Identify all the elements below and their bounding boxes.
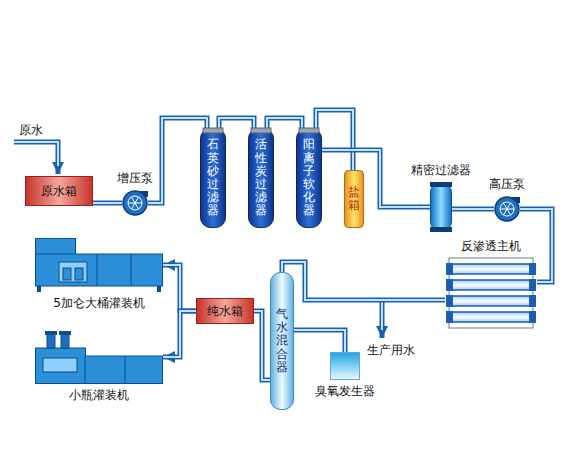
pipe-core: [93, 202, 122, 204]
salt-tank: 盐箱: [344, 170, 364, 228]
water-pipe: [452, 209, 494, 210]
node-caption: 增压泵: [117, 170, 153, 187]
water-pipe: [282, 262, 445, 300]
pipe-core: [148, 118, 207, 203]
node-text: 纯水箱: [207, 303, 243, 320]
node-text: 原水箱: [41, 183, 77, 200]
softener: 阳离子软化器: [296, 128, 322, 228]
pipe-outline: [254, 311, 270, 380]
water-pipe: [163, 311, 196, 357]
node-text: 气水混合器: [276, 308, 288, 374]
pipe-outline: [163, 265, 196, 311]
water-pipe: [148, 118, 207, 203]
node-caption: 臭氧发生器: [315, 383, 375, 400]
machine5-shape: [35, 238, 163, 292]
bottle-filler: 小瓶灌装机: [35, 330, 163, 384]
gas-water-mixer: 气水混合器: [270, 272, 294, 410]
raw-water-tank: 原水箱: [25, 176, 93, 206]
node-text: 阳离子软化器: [303, 138, 315, 217]
pipe-core: [294, 330, 345, 352]
water-pipe: [267, 118, 302, 128]
gallon-filler: 5加仑大桶灌装机: [35, 238, 163, 292]
source-label: 原水: [18, 122, 44, 139]
precision-filter: 精密过滤器: [430, 182, 452, 232]
pipe-outline: [294, 330, 345, 352]
pipe-core: [163, 265, 196, 311]
booster-pump: 增压泵: [122, 190, 148, 216]
sand-filter: 石英砂过滤器: [200, 128, 226, 228]
node-caption: 精密过滤器: [411, 162, 471, 179]
pipe-core: [163, 311, 196, 357]
carbon-filter: 活性炭过滤器: [248, 128, 274, 228]
ro-unit: 反渗透主机: [445, 258, 537, 328]
pipe-outline: [148, 118, 207, 203]
pipe-outline: [322, 150, 430, 207]
pipe-outline: [282, 262, 445, 300]
pipe-outline: [267, 118, 302, 128]
production-water-outlet: [382, 300, 383, 338]
ozone-shape: [330, 352, 360, 380]
node-text: 活性炭过滤器: [255, 138, 267, 217]
pipe-outline: [93, 201, 122, 206]
pipe-core: [254, 311, 270, 380]
water-pipe: [93, 203, 122, 204]
outlet-label: 生产用水: [366, 342, 416, 359]
node-caption: 小瓶灌装机: [69, 387, 129, 404]
water-pipe: [163, 265, 196, 311]
pipe-outline: [163, 311, 196, 357]
raw-water-inlet: [14, 142, 58, 174]
pump-shape: [122, 190, 148, 216]
pipe-core: [322, 150, 430, 207]
water-pipe: [322, 150, 430, 207]
pipe-outline: [452, 207, 494, 212]
node-text: 石英砂过滤器: [207, 138, 219, 217]
ozone-generator: 臭氧发生器: [330, 352, 360, 380]
pump-shape: [494, 196, 520, 222]
high-pressure-pump: 高压泵: [494, 196, 520, 222]
pipe-core: [267, 118, 302, 128]
water-pipe: [254, 311, 270, 380]
pipe-core: [219, 118, 254, 128]
node-text: 盐箱: [348, 186, 360, 212]
pure-water-tank: 纯水箱: [196, 298, 254, 324]
ro-shape: [445, 258, 537, 328]
node-caption: 5加仑大桶灌装机: [53, 295, 145, 312]
machineS-shape: [35, 330, 163, 384]
water-pipe: [294, 330, 345, 352]
fine-shape: [430, 182, 452, 232]
pipe-outline: [219, 118, 254, 128]
node-caption: 反渗透主机: [461, 238, 521, 255]
pipe-core: [452, 208, 494, 210]
pipe-core: [282, 262, 445, 300]
node-caption: 高压泵: [489, 176, 525, 193]
water-pipe: [219, 118, 254, 128]
